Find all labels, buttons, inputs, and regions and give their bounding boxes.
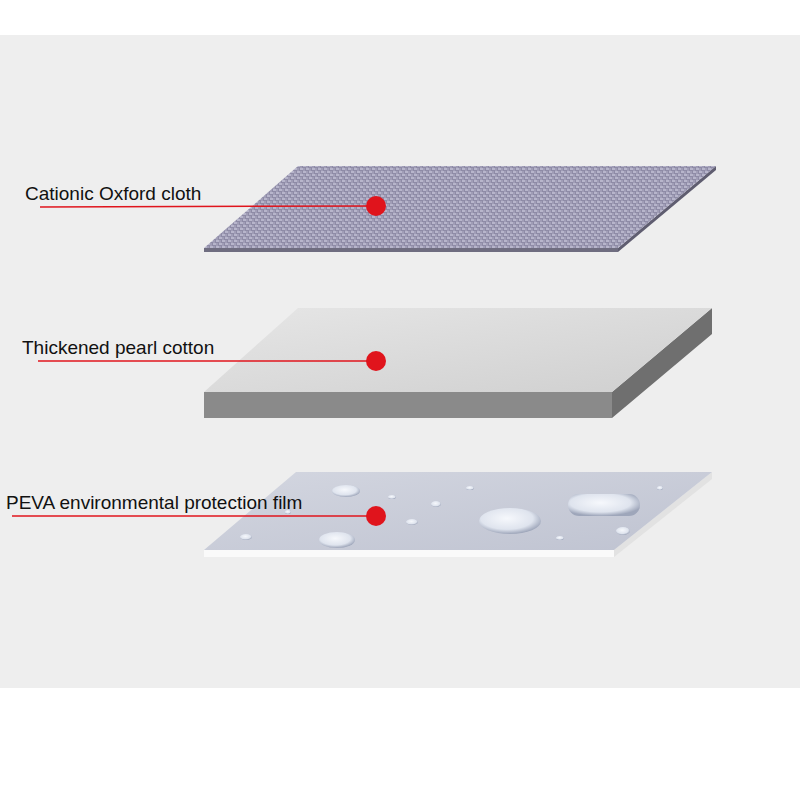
label-holder: Thickened pearl cotton bbox=[22, 337, 214, 358]
water-drop bbox=[479, 508, 541, 534]
water-drop bbox=[332, 485, 360, 497]
water-drop bbox=[556, 536, 564, 540]
cloth-edge bbox=[204, 248, 618, 252]
leaders bbox=[12, 196, 386, 526]
water-drop bbox=[388, 495, 396, 499]
water-drop bbox=[431, 501, 441, 507]
leader-line bbox=[12, 515, 376, 517]
pearl-cotton-layer bbox=[204, 308, 712, 392]
background-panel bbox=[0, 35, 800, 688]
part-label: Thickened pearl cotton bbox=[22, 337, 214, 358]
part-label: Cationic Oxford cloth bbox=[25, 183, 201, 204]
leader-dot bbox=[366, 196, 386, 216]
water-drop bbox=[240, 534, 252, 540]
foam-side bbox=[204, 392, 612, 418]
water-drop bbox=[406, 519, 418, 525]
water-drop bbox=[319, 532, 355, 548]
leader-line bbox=[38, 360, 376, 362]
leader-dot bbox=[366, 506, 386, 526]
water-drop bbox=[616, 527, 630, 535]
film-edge bbox=[204, 550, 614, 557]
water-drop bbox=[657, 486, 663, 490]
part-label: PEVA environmental protection film bbox=[6, 492, 302, 513]
label-holder: Cationic Oxford cloth bbox=[25, 183, 201, 204]
water-drop bbox=[568, 494, 640, 516]
water-drop bbox=[466, 486, 474, 490]
leader-dot bbox=[366, 351, 386, 371]
label-holder: PEVA environmental protection film bbox=[6, 492, 302, 513]
leader-line bbox=[40, 206, 376, 207]
